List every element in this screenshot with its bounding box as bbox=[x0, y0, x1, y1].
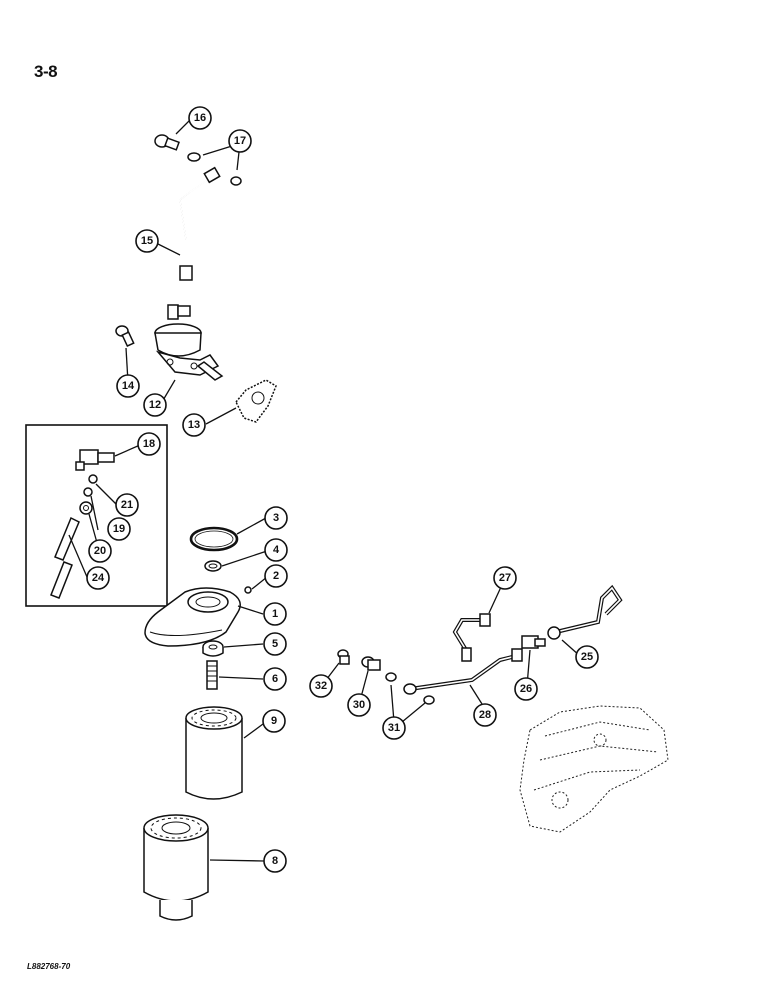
plug-part-2 bbox=[244, 586, 252, 594]
callout-26: 26 bbox=[514, 677, 538, 701]
callout-17: 17 bbox=[228, 129, 252, 153]
nut-part-20 bbox=[79, 501, 93, 515]
svg-text:2: 2 bbox=[273, 570, 279, 582]
banjo-bolt-part-16 bbox=[154, 134, 180, 151]
fitting-part-26 bbox=[521, 635, 546, 649]
svg-text:13: 13 bbox=[188, 419, 200, 431]
callout-14: 14 bbox=[116, 374, 140, 398]
svg-text:21: 21 bbox=[121, 499, 133, 511]
banjo-bolt-part-30 bbox=[361, 656, 381, 671]
svg-text:17: 17 bbox=[234, 135, 246, 147]
gasket-part-13 bbox=[235, 379, 277, 423]
filter-element-part-8 bbox=[143, 814, 209, 921]
fitting-part-19 bbox=[83, 487, 93, 497]
svg-text:31: 31 bbox=[388, 722, 400, 734]
svg-text:4: 4 bbox=[273, 544, 280, 556]
svg-text:28: 28 bbox=[479, 709, 491, 721]
svg-text:18: 18 bbox=[143, 438, 155, 450]
callout-32: 32 bbox=[309, 674, 333, 698]
fuel-pipe-part-28 bbox=[403, 648, 523, 695]
callout-24: 24 bbox=[86, 566, 110, 590]
fuel-pipe-part-27 bbox=[452, 613, 491, 662]
nut-part-5 bbox=[202, 640, 224, 657]
callout-27: 27 bbox=[493, 566, 517, 590]
svg-text:1: 1 bbox=[272, 608, 278, 620]
svg-text:14: 14 bbox=[122, 380, 135, 392]
callout-13: 13 bbox=[182, 413, 206, 437]
washers-part-31 bbox=[385, 672, 435, 705]
callout-2: 2 bbox=[264, 564, 288, 588]
bolt-part-14 bbox=[115, 325, 135, 348]
svg-text:32: 32 bbox=[315, 680, 327, 692]
fuel-line-part-15 bbox=[179, 166, 221, 281]
svg-text:12: 12 bbox=[149, 399, 161, 411]
hand-primer-valve-part-18 bbox=[75, 449, 115, 471]
callout-5: 5 bbox=[263, 632, 287, 656]
svg-text:24: 24 bbox=[92, 572, 105, 584]
o-ring-part-3 bbox=[189, 526, 239, 552]
svg-text:19: 19 bbox=[113, 523, 125, 535]
fuel-pipe-part-25 bbox=[547, 584, 623, 640]
washers-part-17 bbox=[187, 152, 242, 186]
callout-25: 25 bbox=[575, 645, 599, 669]
lift-pump-part-12 bbox=[154, 304, 224, 381]
callout-19: 19 bbox=[107, 517, 131, 541]
svg-text:8: 8 bbox=[272, 855, 278, 867]
callout-30: 30 bbox=[347, 693, 371, 717]
callout-20: 20 bbox=[88, 539, 112, 563]
stud-part-6 bbox=[206, 660, 218, 690]
callout-9: 9 bbox=[262, 709, 286, 733]
injection-pump-phantom bbox=[519, 705, 669, 833]
drawing-code: L882768-70 bbox=[27, 962, 71, 971]
callout-15: 15 bbox=[135, 229, 159, 253]
svg-text:15: 15 bbox=[141, 235, 153, 247]
callout-3: 3 bbox=[264, 506, 288, 530]
callout-1: 1 bbox=[263, 602, 287, 626]
callout-12: 12 bbox=[143, 393, 167, 417]
callout-6: 6 bbox=[263, 667, 287, 691]
svg-text:6: 6 bbox=[272, 673, 278, 685]
svg-text:27: 27 bbox=[499, 572, 511, 584]
hose-part-24 bbox=[50, 516, 80, 599]
svg-text:16: 16 bbox=[194, 112, 206, 124]
callout-16: 16 bbox=[188, 106, 212, 130]
svg-text:30: 30 bbox=[353, 699, 365, 711]
bolt-part-32 bbox=[337, 649, 350, 665]
page-number: 3-8 bbox=[34, 62, 58, 81]
fitting-part-21 bbox=[88, 474, 98, 484]
svg-text:25: 25 bbox=[581, 651, 593, 663]
filter-element-part-9 bbox=[185, 706, 243, 800]
callout-4: 4 bbox=[264, 538, 288, 562]
svg-text:20: 20 bbox=[94, 545, 106, 557]
filter-head-part-1 bbox=[144, 587, 241, 647]
callout-18: 18 bbox=[137, 432, 161, 456]
inset-frame bbox=[25, 424, 168, 607]
callout-21: 21 bbox=[115, 493, 139, 517]
svg-text:5: 5 bbox=[272, 638, 278, 650]
svg-text:26: 26 bbox=[520, 683, 532, 695]
callout-8: 8 bbox=[263, 849, 287, 873]
seal-part-4 bbox=[204, 560, 222, 572]
callout-31: 31 bbox=[382, 716, 406, 740]
callout-28: 28 bbox=[473, 703, 497, 727]
svg-text:3: 3 bbox=[273, 512, 279, 524]
svg-text:9: 9 bbox=[271, 715, 277, 727]
